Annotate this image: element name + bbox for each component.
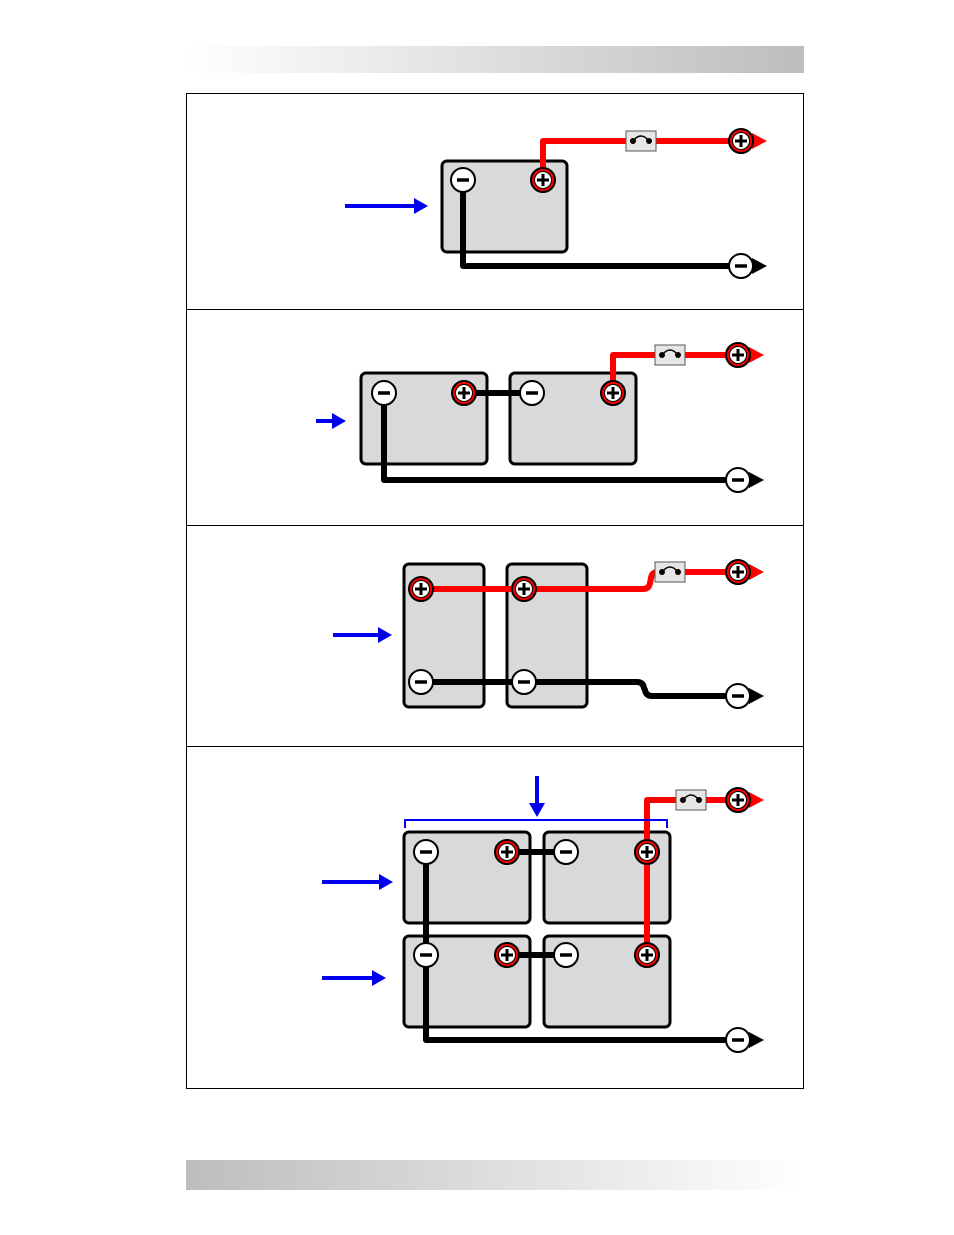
negative-wire [381, 390, 741, 483]
minus-terminal-icon [371, 380, 397, 406]
minus-terminal-icon [725, 1027, 751, 1053]
minus-terminal-icon [553, 942, 579, 968]
blue-arrow-icon [333, 627, 392, 643]
plus-terminal-icon [728, 128, 754, 154]
plus-terminal-icon [494, 839, 520, 865]
plus-terminal-icon [634, 942, 660, 968]
minus-terminal-icon [450, 167, 476, 193]
arrowhead-icon [749, 472, 764, 488]
minus-terminal-icon [725, 467, 751, 493]
diagram-frame [186, 93, 804, 1089]
plus-terminal-icon [725, 342, 751, 368]
plus-terminal-icon [600, 380, 626, 406]
blue-arrow-icon [316, 413, 346, 429]
minus-terminal-icon [408, 669, 434, 695]
blue-arrow-icon [322, 970, 386, 986]
fuse-icon [625, 130, 657, 152]
negative-wire [460, 177, 744, 269]
bracket [404, 819, 668, 828]
negative-wire [418, 679, 741, 699]
plus-terminal-icon [530, 167, 556, 193]
panel-two-batteries-series [316, 342, 764, 493]
fuse-icon [675, 789, 707, 811]
plus-terminal-icon [494, 942, 520, 968]
arrowhead-icon [749, 688, 764, 704]
arrowhead-icon [749, 792, 764, 808]
plus-terminal-icon [725, 787, 751, 813]
minus-terminal-icon [511, 669, 537, 695]
negative-wire [423, 952, 741, 1043]
blue-arrow-icon [345, 198, 428, 214]
plus-terminal-icon [408, 576, 434, 602]
blue-arrow-icon [529, 776, 545, 817]
plus-terminal-icon [511, 576, 537, 602]
arrowhead-icon [749, 564, 764, 580]
fuse-icon [654, 561, 686, 583]
minus-terminal-icon [413, 942, 439, 968]
footer-bar [186, 1160, 804, 1190]
minus-terminal-icon [519, 380, 545, 406]
plus-terminal-icon [451, 380, 477, 406]
header-bar [186, 46, 804, 73]
positive-wire [644, 797, 741, 855]
panel-single-battery [345, 128, 767, 279]
fuse-icon [654, 344, 686, 366]
minus-terminal-icon [413, 839, 439, 865]
minus-terminal-icon [728, 253, 754, 279]
arrowhead-icon [752, 133, 767, 149]
panel-four-batteries-series-parallel [322, 776, 764, 1053]
arrowhead-icon [749, 1032, 764, 1048]
plus-terminal-icon [725, 559, 751, 585]
panel-two-batteries-parallel [333, 559, 764, 709]
minus-terminal-icon [553, 839, 579, 865]
arrowhead-icon [749, 347, 764, 363]
minus-terminal-icon [725, 683, 751, 709]
plus-terminal-icon [634, 839, 660, 865]
blue-arrow-icon [322, 874, 393, 890]
arrowhead-icon [752, 258, 767, 274]
